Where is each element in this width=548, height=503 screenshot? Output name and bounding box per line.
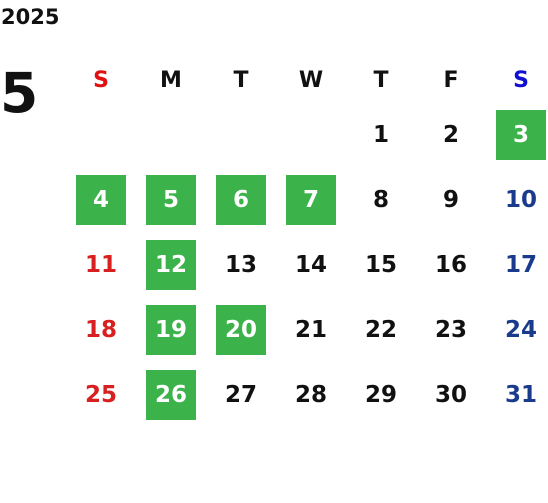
calendar-day[interactable]: 13 bbox=[224, 252, 257, 278]
calendar-day[interactable]: 24 bbox=[504, 317, 537, 343]
calendar-day-cell-monday: 5 bbox=[136, 171, 206, 236]
calendar-day-cell-friday: 30 bbox=[416, 366, 486, 431]
weekday-label-sunday: S bbox=[93, 68, 109, 93]
calendar-day[interactable]: 28 bbox=[294, 382, 327, 408]
calendar-day-highlighted[interactable]: 26 bbox=[146, 370, 196, 420]
calendar-day[interactable]: 14 bbox=[294, 252, 327, 278]
weekday-header-row: S M T W T F S bbox=[66, 56, 548, 106]
weekday-cell: F bbox=[416, 56, 486, 106]
calendar-day-cell-tuesday bbox=[206, 106, 276, 171]
calendar-day-highlighted[interactable]: 19 bbox=[146, 305, 196, 355]
calendar-day-highlighted[interactable]: 7 bbox=[286, 175, 336, 225]
calendar-week-row: 1 2 3 bbox=[66, 106, 548, 171]
calendar-day-cell-monday bbox=[136, 106, 206, 171]
calendar-day-cell-friday: 16 bbox=[416, 236, 486, 301]
calendar-day-cell-friday: 9 bbox=[416, 171, 486, 236]
calendar-day-cell-sunday: 11 bbox=[66, 236, 136, 301]
calendar-day-cell-tuesday: 6 bbox=[206, 171, 276, 236]
calendar-day-cell-saturday: 3 bbox=[486, 106, 548, 171]
weekday-label-thursday: T bbox=[373, 68, 389, 93]
calendar-day[interactable]: 16 bbox=[434, 252, 467, 278]
calendar-day[interactable]: 30 bbox=[434, 382, 467, 408]
weekday-cell: S bbox=[486, 56, 548, 106]
calendar-day-cell-tuesday: 20 bbox=[206, 301, 276, 366]
calendar-day[interactable]: 2 bbox=[442, 122, 459, 148]
calendar-day-cell-friday: 2 bbox=[416, 106, 486, 171]
calendar-day-cell-sunday bbox=[66, 106, 136, 171]
calendar-day-cell-monday: 12 bbox=[136, 236, 206, 301]
calendar-day[interactable]: 27 bbox=[224, 382, 257, 408]
calendar-day-cell-thursday: 22 bbox=[346, 301, 416, 366]
calendar-day[interactable]: 21 bbox=[294, 317, 327, 343]
weekday-cell: S bbox=[66, 56, 136, 106]
calendar-day-highlighted[interactable]: 4 bbox=[76, 175, 126, 225]
calendar-month: 5 bbox=[0, 61, 39, 125]
weekday-label-saturday: S bbox=[513, 68, 529, 93]
calendar-day-cell-friday: 23 bbox=[416, 301, 486, 366]
calendar-day[interactable]: 18 bbox=[84, 317, 117, 343]
calendar-day-cell-wednesday: 21 bbox=[276, 301, 346, 366]
calendar-day-cell-thursday: 15 bbox=[346, 236, 416, 301]
calendar-day-cell-monday: 19 bbox=[136, 301, 206, 366]
calendar-year: 2025 bbox=[1, 5, 60, 29]
calendar-day-highlighted[interactable]: 3 bbox=[496, 110, 546, 160]
calendar-week-row: 18 19 20 21 22 23 24 bbox=[66, 301, 548, 366]
calendar-day-highlighted[interactable]: 12 bbox=[146, 240, 196, 290]
calendar-day-highlighted[interactable]: 20 bbox=[216, 305, 266, 355]
calendar-day-cell-saturday: 17 bbox=[486, 236, 548, 301]
calendar-day-cell-saturday: 31 bbox=[486, 366, 548, 431]
calendar-day[interactable]: 9 bbox=[442, 187, 459, 213]
calendar-day-cell-tuesday: 13 bbox=[206, 236, 276, 301]
weekday-label-wednesday: W bbox=[298, 68, 324, 93]
calendar-day[interactable]: 22 bbox=[364, 317, 397, 343]
calendar-day-cell-saturday: 10 bbox=[486, 171, 548, 236]
calendar-day[interactable]: 1 bbox=[372, 122, 389, 148]
weekday-label-tuesday: T bbox=[233, 68, 249, 93]
calendar-week-row: 11 12 13 14 15 16 17 bbox=[66, 236, 548, 301]
calendar-day[interactable]: 8 bbox=[372, 187, 389, 213]
calendar-day-cell-thursday: 1 bbox=[346, 106, 416, 171]
calendar-day[interactable]: 11 bbox=[84, 252, 117, 278]
calendar-day[interactable]: 25 bbox=[84, 382, 117, 408]
calendar-day[interactable]: 31 bbox=[504, 382, 537, 408]
calendar-day-highlighted[interactable]: 6 bbox=[216, 175, 266, 225]
calendar-day-cell-monday: 26 bbox=[136, 366, 206, 431]
weekday-label-monday: M bbox=[160, 68, 182, 93]
calendar-day-highlighted[interactable]: 5 bbox=[146, 175, 196, 225]
calendar-day-cell-wednesday bbox=[276, 106, 346, 171]
calendar-day-cell-thursday: 8 bbox=[346, 171, 416, 236]
calendar-week-row: 25 26 27 28 29 30 31 bbox=[66, 366, 548, 431]
weekday-cell: W bbox=[276, 56, 346, 106]
calendar-day-cell-thursday: 29 bbox=[346, 366, 416, 431]
calendar-day[interactable]: 29 bbox=[364, 382, 397, 408]
calendar-day-cell-saturday: 24 bbox=[486, 301, 548, 366]
weekday-cell: T bbox=[206, 56, 276, 106]
calendar-day-cell-sunday: 25 bbox=[66, 366, 136, 431]
calendar-day[interactable]: 15 bbox=[364, 252, 397, 278]
calendar-day-cell-tuesday: 27 bbox=[206, 366, 276, 431]
weekday-cell: M bbox=[136, 56, 206, 106]
calendar-day[interactable]: 10 bbox=[504, 187, 537, 213]
calendar-day[interactable]: 23 bbox=[434, 317, 467, 343]
calendar-day-cell-wednesday: 7 bbox=[276, 171, 346, 236]
calendar-day-cell-wednesday: 28 bbox=[276, 366, 346, 431]
weekday-cell: T bbox=[346, 56, 416, 106]
calendar-day-cell-sunday: 4 bbox=[66, 171, 136, 236]
weekday-label-friday: F bbox=[443, 68, 459, 93]
calendar-day-cell-wednesday: 14 bbox=[276, 236, 346, 301]
calendar-day[interactable]: 17 bbox=[504, 252, 537, 278]
calendar-day-cell-sunday: 18 bbox=[66, 301, 136, 366]
